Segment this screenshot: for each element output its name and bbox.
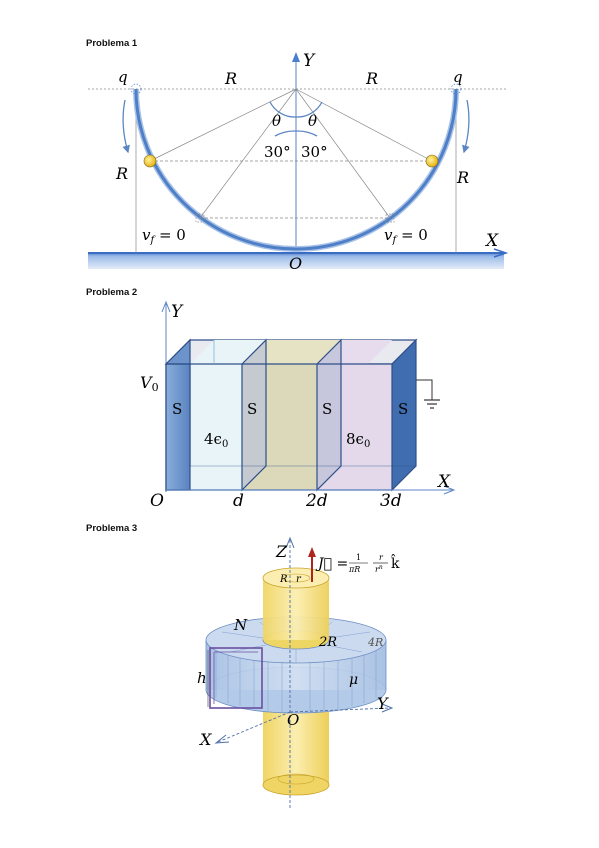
radius-label-side-left: R — [115, 164, 128, 183]
left-plate — [165, 363, 191, 491]
ground-wire — [416, 379, 433, 400]
current-density-fraction: 1 πR r rn k̂ — [348, 553, 400, 574]
angle-label-left: 30° — [264, 143, 291, 161]
x-axis-arrow — [443, 485, 456, 495]
final-position-right — [385, 213, 395, 223]
current-density-label: J⃗ = — [315, 556, 348, 572]
angle-arc-left — [274, 130, 297, 137]
tick-label-3d: 3d — [380, 491, 402, 511]
theta-label-left: θ — [272, 112, 281, 130]
svg-text:r: r — [379, 553, 384, 562]
angle-label-right: 30° — [301, 143, 328, 161]
x-axis-arrow — [214, 734, 230, 744]
radius-4R-label: 4R — [367, 636, 383, 649]
motion-arrow-left — [122, 99, 130, 154]
inner-radius-label: R — [279, 574, 288, 585]
x-axis-label: X — [484, 231, 499, 251]
top-tint-1 — [190, 340, 266, 364]
radius-2R-label: 2R — [318, 635, 337, 650]
area-label-1: S — [172, 400, 182, 418]
voltage-label: V0 — [140, 373, 159, 394]
area-label-3: S — [322, 400, 332, 418]
radius-label-top-right: R — [365, 69, 378, 88]
y-axis-label: Y — [171, 302, 184, 322]
x-axis-label: X — [198, 730, 212, 749]
y-axis-line — [289, 707, 391, 713]
y-axis-arrow — [161, 300, 171, 313]
x-axis-arrow — [493, 248, 509, 258]
tick-label-d: d — [233, 491, 244, 511]
svg-text:πR: πR — [348, 565, 360, 574]
top-tint-2 — [242, 340, 341, 364]
dielectric-region-1 — [190, 364, 242, 490]
y-axis-arrow — [292, 52, 300, 62]
coil-loop — [209, 647, 263, 709]
vf-label-right: vf = 0 — [384, 226, 428, 246]
radius-label-top-left: R — [224, 69, 237, 88]
problem-1-title: Problema 1 — [86, 38, 138, 49]
problem-2-title: Problema 2 — [86, 287, 138, 298]
area-label-4: S — [398, 400, 408, 418]
radius-label-side-right: R — [456, 168, 469, 187]
theta-arc-right — [295, 101, 323, 118]
x-axis-line — [217, 711, 291, 743]
turns-label: N — [233, 616, 248, 634]
angle-arc-right — [295, 130, 318, 137]
charge-label-right: q — [453, 68, 463, 86]
height-label: h — [197, 669, 207, 687]
permeability-label: μ — [349, 672, 358, 688]
cylinder-inner-ring — [281, 573, 311, 583]
ground-surface — [88, 252, 504, 269]
z-axis-arrow — [285, 536, 295, 549]
initial-position-left — [130, 83, 142, 95]
origin-label: O — [150, 491, 164, 511]
eps-label-right: 8ϵ0 — [346, 430, 370, 450]
svg-text:k̂: k̂ — [391, 553, 400, 572]
theta-label-right: θ — [308, 112, 317, 130]
charge-left — [143, 154, 157, 168]
final-position-left — [195, 213, 205, 223]
area-label-2: S — [247, 400, 257, 418]
initial-position-right — [450, 83, 462, 95]
x-axis-label: X — [436, 472, 451, 492]
origin-label: O — [289, 254, 302, 273]
y-axis-label: Y — [377, 694, 389, 713]
problem-3-title: Problema 3 — [86, 523, 138, 534]
y-axis-label: Y — [303, 51, 316, 71]
z-axis-label: Z — [275, 542, 288, 561]
vf-label-left: vf = 0 — [142, 226, 186, 246]
y-axis-arrow — [381, 703, 394, 713]
toroid-windings — [215, 650, 377, 712]
charge-right — [425, 154, 439, 168]
svg-text:1: 1 — [356, 553, 361, 562]
radius-r-label: r — [296, 574, 302, 585]
current-density-arrowhead — [308, 547, 316, 557]
cylinder-bottom-end — [262, 774, 330, 796]
tick-label-2d: 2d — [305, 491, 328, 511]
theta-arc-left — [269, 101, 297, 118]
radial-lines — [149, 88, 433, 219]
motion-arrow-right — [462, 99, 470, 154]
charge-label-left: q — [118, 68, 128, 86]
eps-label-left: 4ϵ0 — [204, 430, 228, 450]
origin-label: O — [287, 711, 299, 729]
svg-text:rn: rn — [375, 564, 383, 574]
